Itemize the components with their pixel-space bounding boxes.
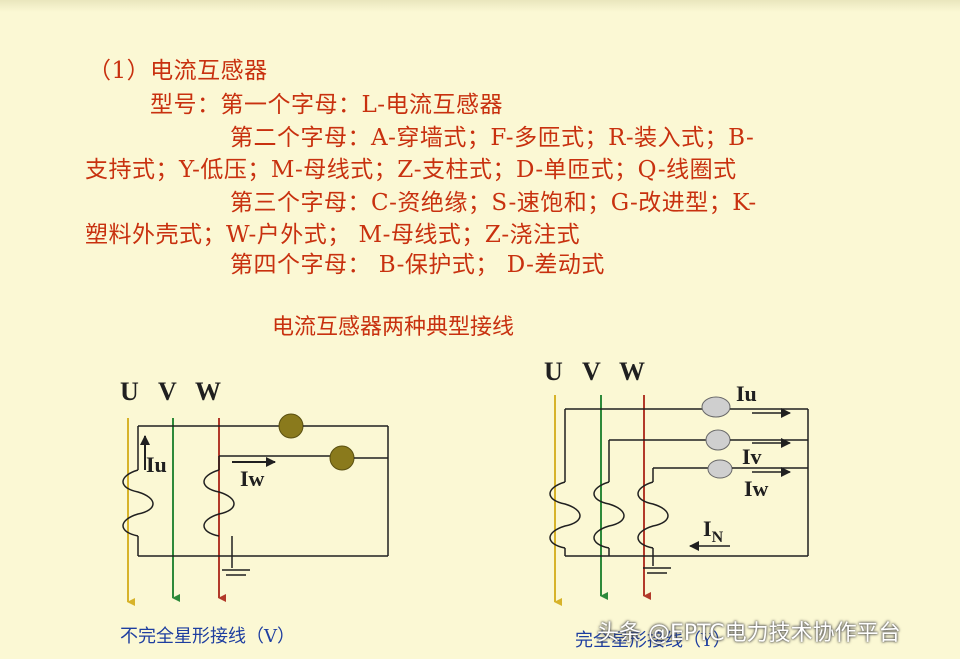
left-phase-u-label: U (120, 377, 139, 406)
right-in-sub: N (712, 529, 724, 546)
right-iv-label: Iv (742, 444, 762, 469)
right-phase-v-label: V (582, 357, 601, 386)
right-ground-icon (643, 567, 671, 574)
watermark: 头条 @EPTC电力技术协作平台 (597, 621, 901, 646)
model-fourth-letter: 第四个字母： B-保护式； D-差动式 (230, 252, 605, 278)
top-strip (0, 0, 960, 12)
left-caption: 不完全星形接线（V） (120, 626, 295, 647)
wiring-subtitle: 电流互感器两种典型接线 (272, 315, 515, 340)
left-phase-v-label: V (158, 377, 177, 406)
right-ammeter-w (707, 459, 733, 479)
right-ct-w-coil (637, 481, 669, 549)
left-ct-w-coil (203, 469, 235, 537)
heading-ct: （1）电流互感器 (88, 58, 268, 84)
model-first-letter: 型号：第一个字母：L-电流互感器 (150, 92, 504, 118)
right-iu-label: Iu (736, 381, 757, 406)
model-second-letter: 第二个字母：A-穿墙式；F-多匝式；R-装入式；B- (230, 125, 755, 151)
left-iu-label: Iu (146, 452, 167, 477)
left-iw-label: Iw (240, 466, 265, 491)
left-ground-icon (222, 569, 250, 576)
left-diagram: U V W Iu Iw (120, 377, 389, 606)
left-ammeter-w (329, 445, 355, 471)
left-ct-u-coil (122, 469, 154, 537)
right-phase-u-label: U (544, 357, 563, 386)
left-ammeter-u (278, 413, 304, 439)
model-third-letter-cont: 塑料外壳式；W-户外式； M-母线式；Z-浇注式 (85, 222, 581, 248)
model-third-letter: 第三个字母：C-资绝缘；S-速饱和；G-改进型；K- (230, 190, 757, 216)
right-ammeter-u (701, 396, 731, 418)
left-phase-w-label: W (195, 377, 221, 406)
right-phase-w-label: W (619, 357, 645, 386)
right-in-label: IN (703, 516, 724, 546)
right-iw-label: Iw (744, 476, 769, 501)
right-ct-u-coil (549, 481, 581, 549)
right-caption: 完全星形接线（Y） (575, 630, 731, 651)
right-diagram: U V W Iu Iv Iw IN (544, 357, 809, 606)
right-in-main: I (703, 516, 712, 541)
model-second-letter-cont: 支持式；Y-低压；M-母线式；Z-支柱式；D-单匝式；Q-线圈式 (85, 157, 737, 183)
right-ammeter-v (705, 429, 731, 451)
right-ct-v-coil (593, 481, 625, 549)
